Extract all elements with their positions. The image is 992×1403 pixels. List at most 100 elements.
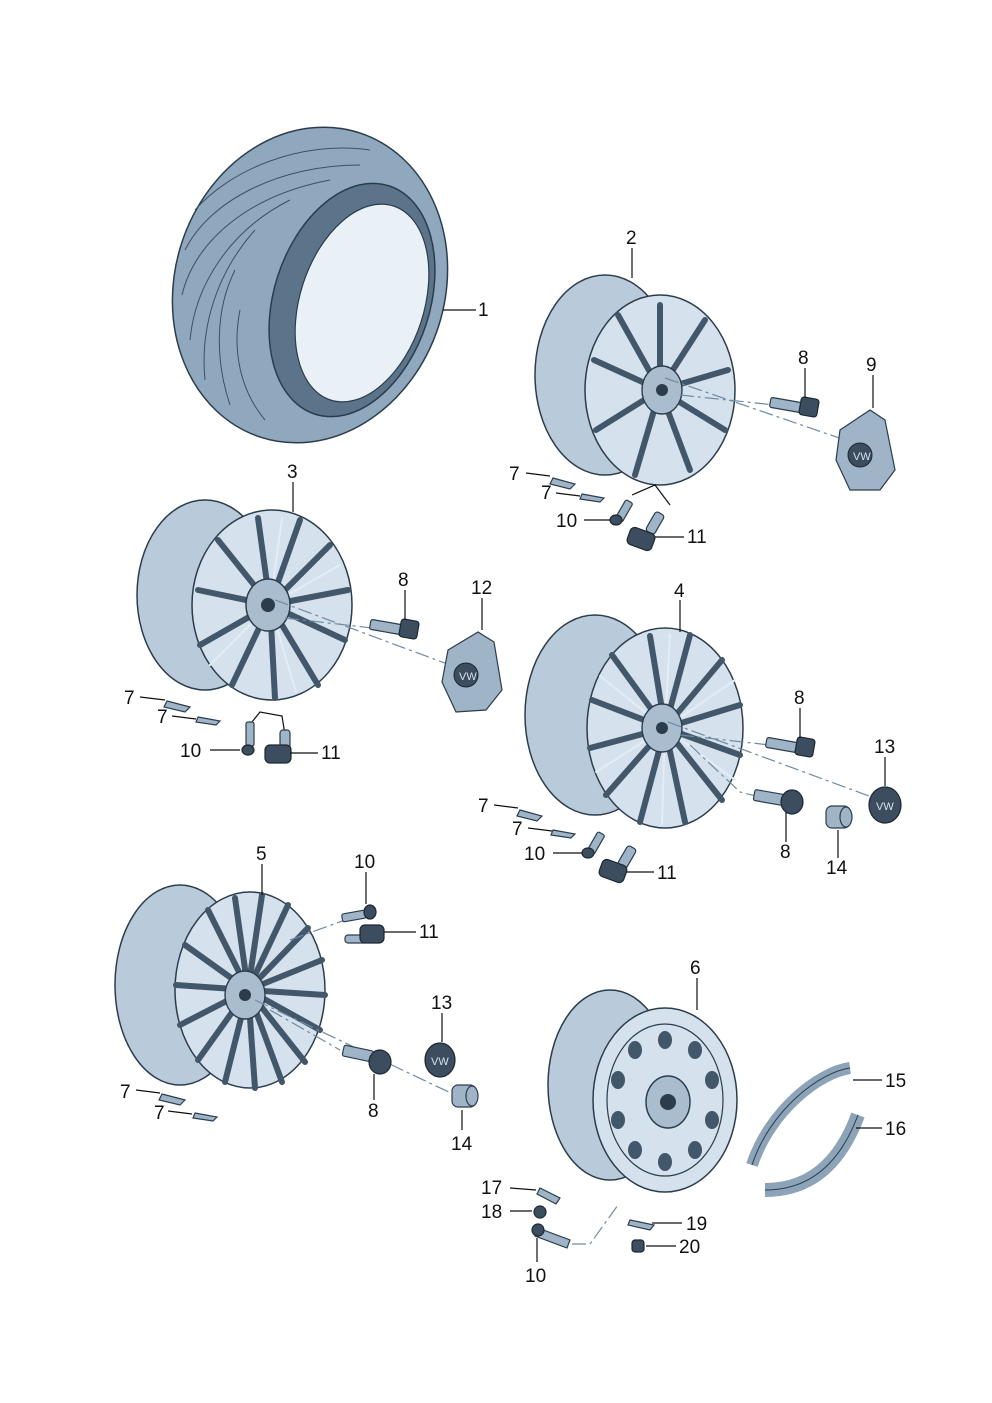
callout-7f: 7 [512, 819, 523, 840]
callout-8c: 8 [794, 688, 805, 709]
leader-7a [525, 472, 551, 477]
tpms-sensor-11-a[interactable] [626, 511, 665, 552]
alloy-wheel-3[interactable] [136, 499, 353, 701]
alloy-wheel-5[interactable] [114, 884, 328, 1091]
centerline-3a [274, 599, 451, 666]
svg-text:VW: VW [876, 801, 894, 813]
alloy-wheel-4[interactable] [524, 614, 744, 829]
callout-10e: 10 [525, 1266, 546, 1287]
centerline-3b [284, 617, 373, 629]
tire[interactable] [132, 91, 488, 479]
center-cap-9[interactable]: VW [835, 409, 896, 491]
leader-7c [139, 696, 166, 701]
callout-7h: 7 [154, 1103, 165, 1124]
tire-valve-10-c[interactable] [581, 831, 605, 859]
balance-weight-19[interactable] [627, 1219, 656, 1231]
centerline-6a [572, 1204, 619, 1245]
leader-7e [493, 804, 519, 809]
wheel-bolt-8-b[interactable] [369, 618, 420, 640]
callout-7d: 7 [157, 707, 168, 728]
balance-weight-7-h[interactable] [192, 1112, 219, 1122]
callout-8a: 8 [798, 348, 809, 369]
callout-7a: 7 [509, 464, 520, 485]
svg-text:VW: VW [459, 671, 477, 683]
balance-weight-7-e[interactable] [516, 809, 544, 822]
leader-7b [555, 492, 581, 497]
balance-weight-7-a[interactable] [549, 477, 577, 490]
leader-valve-group-b [251, 711, 286, 736]
callout-20: 20 [679, 1237, 700, 1258]
callout-17: 17 [481, 1178, 502, 1199]
balance-weight-7-b[interactable] [579, 493, 606, 503]
callout-13b: 13 [431, 993, 452, 1014]
wheel-trim-ring-16[interactable] [764, 1112, 865, 1197]
centerline-4a [667, 721, 881, 801]
leader-valve-group-a [631, 484, 671, 506]
callout-14b: 14 [451, 1134, 473, 1155]
callout-13a: 13 [874, 737, 895, 758]
callout-18: 18 [481, 1202, 502, 1223]
tire-valve-10-d[interactable] [341, 904, 377, 923]
center-cap-13-a[interactable]: VW [868, 786, 902, 824]
callout-1: 1 [478, 300, 489, 321]
callout-7g: 7 [120, 1082, 131, 1103]
bolt-cap-14-a[interactable] [825, 805, 853, 829]
callout-15: 15 [885, 1071, 906, 1092]
balance-weight-7-d[interactable] [195, 716, 222, 726]
tpms-sensor-11-b[interactable] [264, 729, 292, 764]
balance-weight-7-c[interactable] [163, 700, 192, 713]
valve-nut-18[interactable] [533, 1205, 547, 1219]
leader-7d [171, 715, 197, 720]
callout-16: 16 [885, 1119, 906, 1140]
svg-text:VW: VW [853, 451, 871, 463]
callout-11c: 11 [657, 863, 677, 884]
leader-7h [167, 1110, 193, 1115]
callout-14a: 14 [826, 858, 848, 879]
alloy-wheel-2[interactable] [534, 274, 736, 486]
center-cap-13-b[interactable]: VW [424, 1042, 456, 1078]
wheel-6-vent-holes [611, 1031, 719, 1171]
callout-7c: 7 [124, 688, 135, 709]
centerline-5c [289, 919, 346, 941]
centerline-4b [679, 734, 771, 746]
callout-19: 19 [686, 1214, 707, 1235]
valve-clip-17[interactable] [536, 1187, 561, 1205]
leader-7f [527, 827, 553, 832]
callout-8e: 8 [368, 1101, 379, 1122]
callout-11a: 11 [687, 527, 707, 548]
wheel-bolt-8-e[interactable] [341, 1044, 392, 1075]
callout-11b: 11 [321, 743, 341, 764]
tpms-sensor-11-c[interactable] [598, 845, 637, 884]
tire-valve-10-a[interactable] [609, 499, 633, 526]
callout-10a: 10 [556, 511, 577, 532]
callout-7e: 7 [478, 796, 489, 817]
callout-9: 9 [866, 355, 877, 376]
bolt-cap-14-b[interactable] [451, 1084, 479, 1108]
balance-weight-7-g[interactable] [158, 1093, 187, 1106]
callout-10b: 10 [180, 741, 201, 762]
callout-8b: 8 [398, 570, 409, 591]
balance-weight-7-f[interactable] [550, 829, 577, 839]
centerline-4c [689, 744, 761, 798]
tire-valve-10-b[interactable] [241, 721, 255, 756]
tire-valve-10-e[interactable] [531, 1223, 571, 1249]
callout-7b: 7 [541, 483, 552, 504]
wheel-bolt-8-c[interactable] [765, 736, 816, 758]
valve-cap-20[interactable] [631, 1239, 645, 1253]
leader-17 [509, 1187, 537, 1191]
callout-8d: 8 [780, 842, 791, 863]
centerline-2a [664, 377, 846, 441]
wheel-trim-ring-15[interactable] [746, 1062, 852, 1167]
center-cap-12[interactable]: VW [441, 631, 503, 713]
steel-wheel-6[interactable] [547, 989, 738, 1193]
callout-4: 4 [674, 581, 685, 602]
wheel-bolt-8-d[interactable] [752, 789, 804, 815]
callout-5: 5 [256, 844, 267, 865]
callout-10d: 10 [354, 852, 375, 873]
tpms-sensor-11-d[interactable] [344, 924, 385, 944]
leader-7g [135, 1089, 161, 1094]
callout-6: 6 [690, 958, 701, 979]
callout-12: 12 [471, 578, 492, 599]
wheel-bolt-8-a[interactable] [769, 396, 820, 418]
